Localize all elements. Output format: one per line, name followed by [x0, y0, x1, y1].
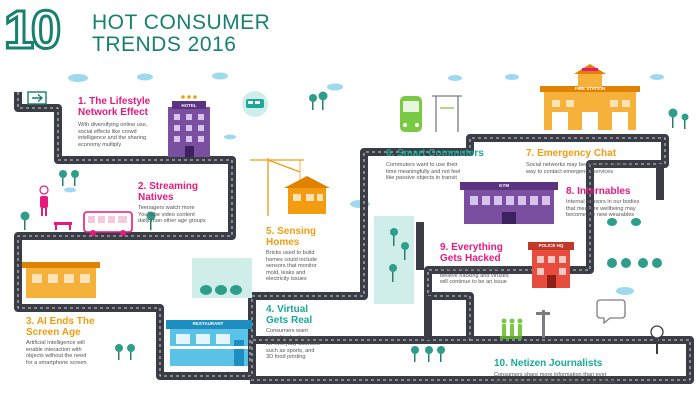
restaurant-sign: RESTAURANT: [192, 321, 224, 326]
chat-bubble-icon: [596, 299, 626, 325]
trend-10-body: Consumers share more information than ev…: [494, 372, 616, 385]
tree-icon: [681, 113, 689, 129]
tree-icon: [115, 344, 123, 360]
tree-icon: [390, 228, 398, 246]
tree-icon: [146, 211, 156, 230]
hotel-sign: HOTEL: [181, 103, 197, 108]
tree-icon: [437, 346, 445, 362]
road-branch-lower-dashes: [250, 339, 691, 381]
bus-stop-sign-icon: [242, 91, 268, 117]
fire-station-building-icon: [540, 64, 640, 130]
restaurant-building-icon: [166, 320, 252, 366]
ai-house-icon: [22, 262, 100, 298]
police-sign: POLICE HQ: [538, 243, 564, 248]
tree-icon: [309, 94, 317, 110]
trend-3-heading: 3. AI Ends The Screen Age: [26, 316, 95, 338]
tree-icon: [20, 211, 30, 230]
trend-5-heading: 5. Sensing Homes: [266, 226, 317, 248]
trend-4-heading: 4. Virtual Gets Real: [266, 304, 313, 326]
cloud-icon: [650, 74, 664, 80]
cloud-icon: [327, 83, 343, 91]
gym-sign: GYM: [498, 183, 510, 188]
fire-station-sign: FIRE STATION: [574, 86, 606, 91]
crane-icon: [250, 158, 304, 216]
trend-1-body: With diversifying online use, social eff…: [78, 122, 148, 148]
page-title-line-2: TRENDS 2016: [92, 33, 237, 56]
trend-2-heading: 2. Streaming Natives: [138, 181, 199, 203]
trend-count-number: 10: [2, 0, 62, 60]
gym-building-icon: [460, 182, 558, 224]
trend-6-body: Commuters want to use their time meaning…: [386, 162, 461, 182]
start-arrow-icon: [27, 91, 47, 105]
tower-icon: [536, 310, 550, 338]
train-icon: [400, 96, 422, 132]
cloud-icon: [224, 134, 236, 140]
trend-9-body: Most smartphone users believe hacking an…: [440, 266, 509, 286]
page-title-line-1: HOT CONSUMER: [92, 11, 271, 34]
cloud-icon: [616, 287, 634, 295]
cloud-icon: [68, 74, 88, 82]
trend-7-heading: 7. Emergency Chat: [526, 148, 617, 159]
trend-10-heading: 10. Netizen Journalists: [494, 358, 603, 369]
cloud-icon: [448, 75, 462, 81]
tree-icon: [389, 264, 397, 282]
cloud-icon: [64, 187, 76, 193]
trend-6-heading: 6. Smart Commuters: [386, 148, 484, 159]
road: [14, 92, 694, 384]
trend-8-heading: 8. Internables: [566, 186, 631, 197]
tree-icon: [71, 170, 79, 186]
road-branch: [416, 164, 664, 340]
police-building-icon: [528, 242, 574, 288]
hotel-building-icon: [168, 95, 210, 157]
trend-5-body: Bricks used to build homes could include…: [266, 250, 317, 283]
bench-icon: [54, 222, 72, 230]
tree-icon: [59, 170, 67, 186]
sensing-house-icon: [284, 176, 330, 214]
trend-3-body: Artificial Intelligence will enable inte…: [26, 340, 87, 366]
trees: [20, 91, 689, 362]
stop-sign-icon: [650, 325, 664, 354]
tree-icon: [318, 91, 328, 110]
teen-person-icon: [39, 185, 49, 216]
bushes: [200, 218, 662, 295]
trend-8-body: Internal sensors in our bodies that meas…: [566, 199, 640, 219]
road-dashes: [17, 92, 666, 377]
tree-icon: [425, 346, 433, 362]
tree-icon: [401, 242, 409, 260]
trend-2-body: Teenagers watch more YouTube video conte…: [138, 205, 206, 225]
netizen-people-icon: [500, 318, 523, 339]
trend-9-heading: 9. Everything Gets Hacked: [440, 242, 503, 264]
trend-4-body: Consumers want virtual technology for ev…: [266, 328, 320, 361]
tree-icon: [668, 108, 678, 128]
cloud-icon: [505, 74, 519, 80]
bus-icon: [83, 211, 133, 236]
tree-icon: [127, 344, 135, 360]
trend-1-heading: 1. The Lifestyle Network Effect: [78, 96, 151, 118]
trend-7-body: Social networks may become the preferred…: [526, 162, 633, 175]
cloud-icon: [212, 72, 228, 80]
tree-icon: [411, 346, 419, 362]
cloud-icon: [137, 73, 153, 81]
station-shelter-icon: [432, 95, 462, 132]
